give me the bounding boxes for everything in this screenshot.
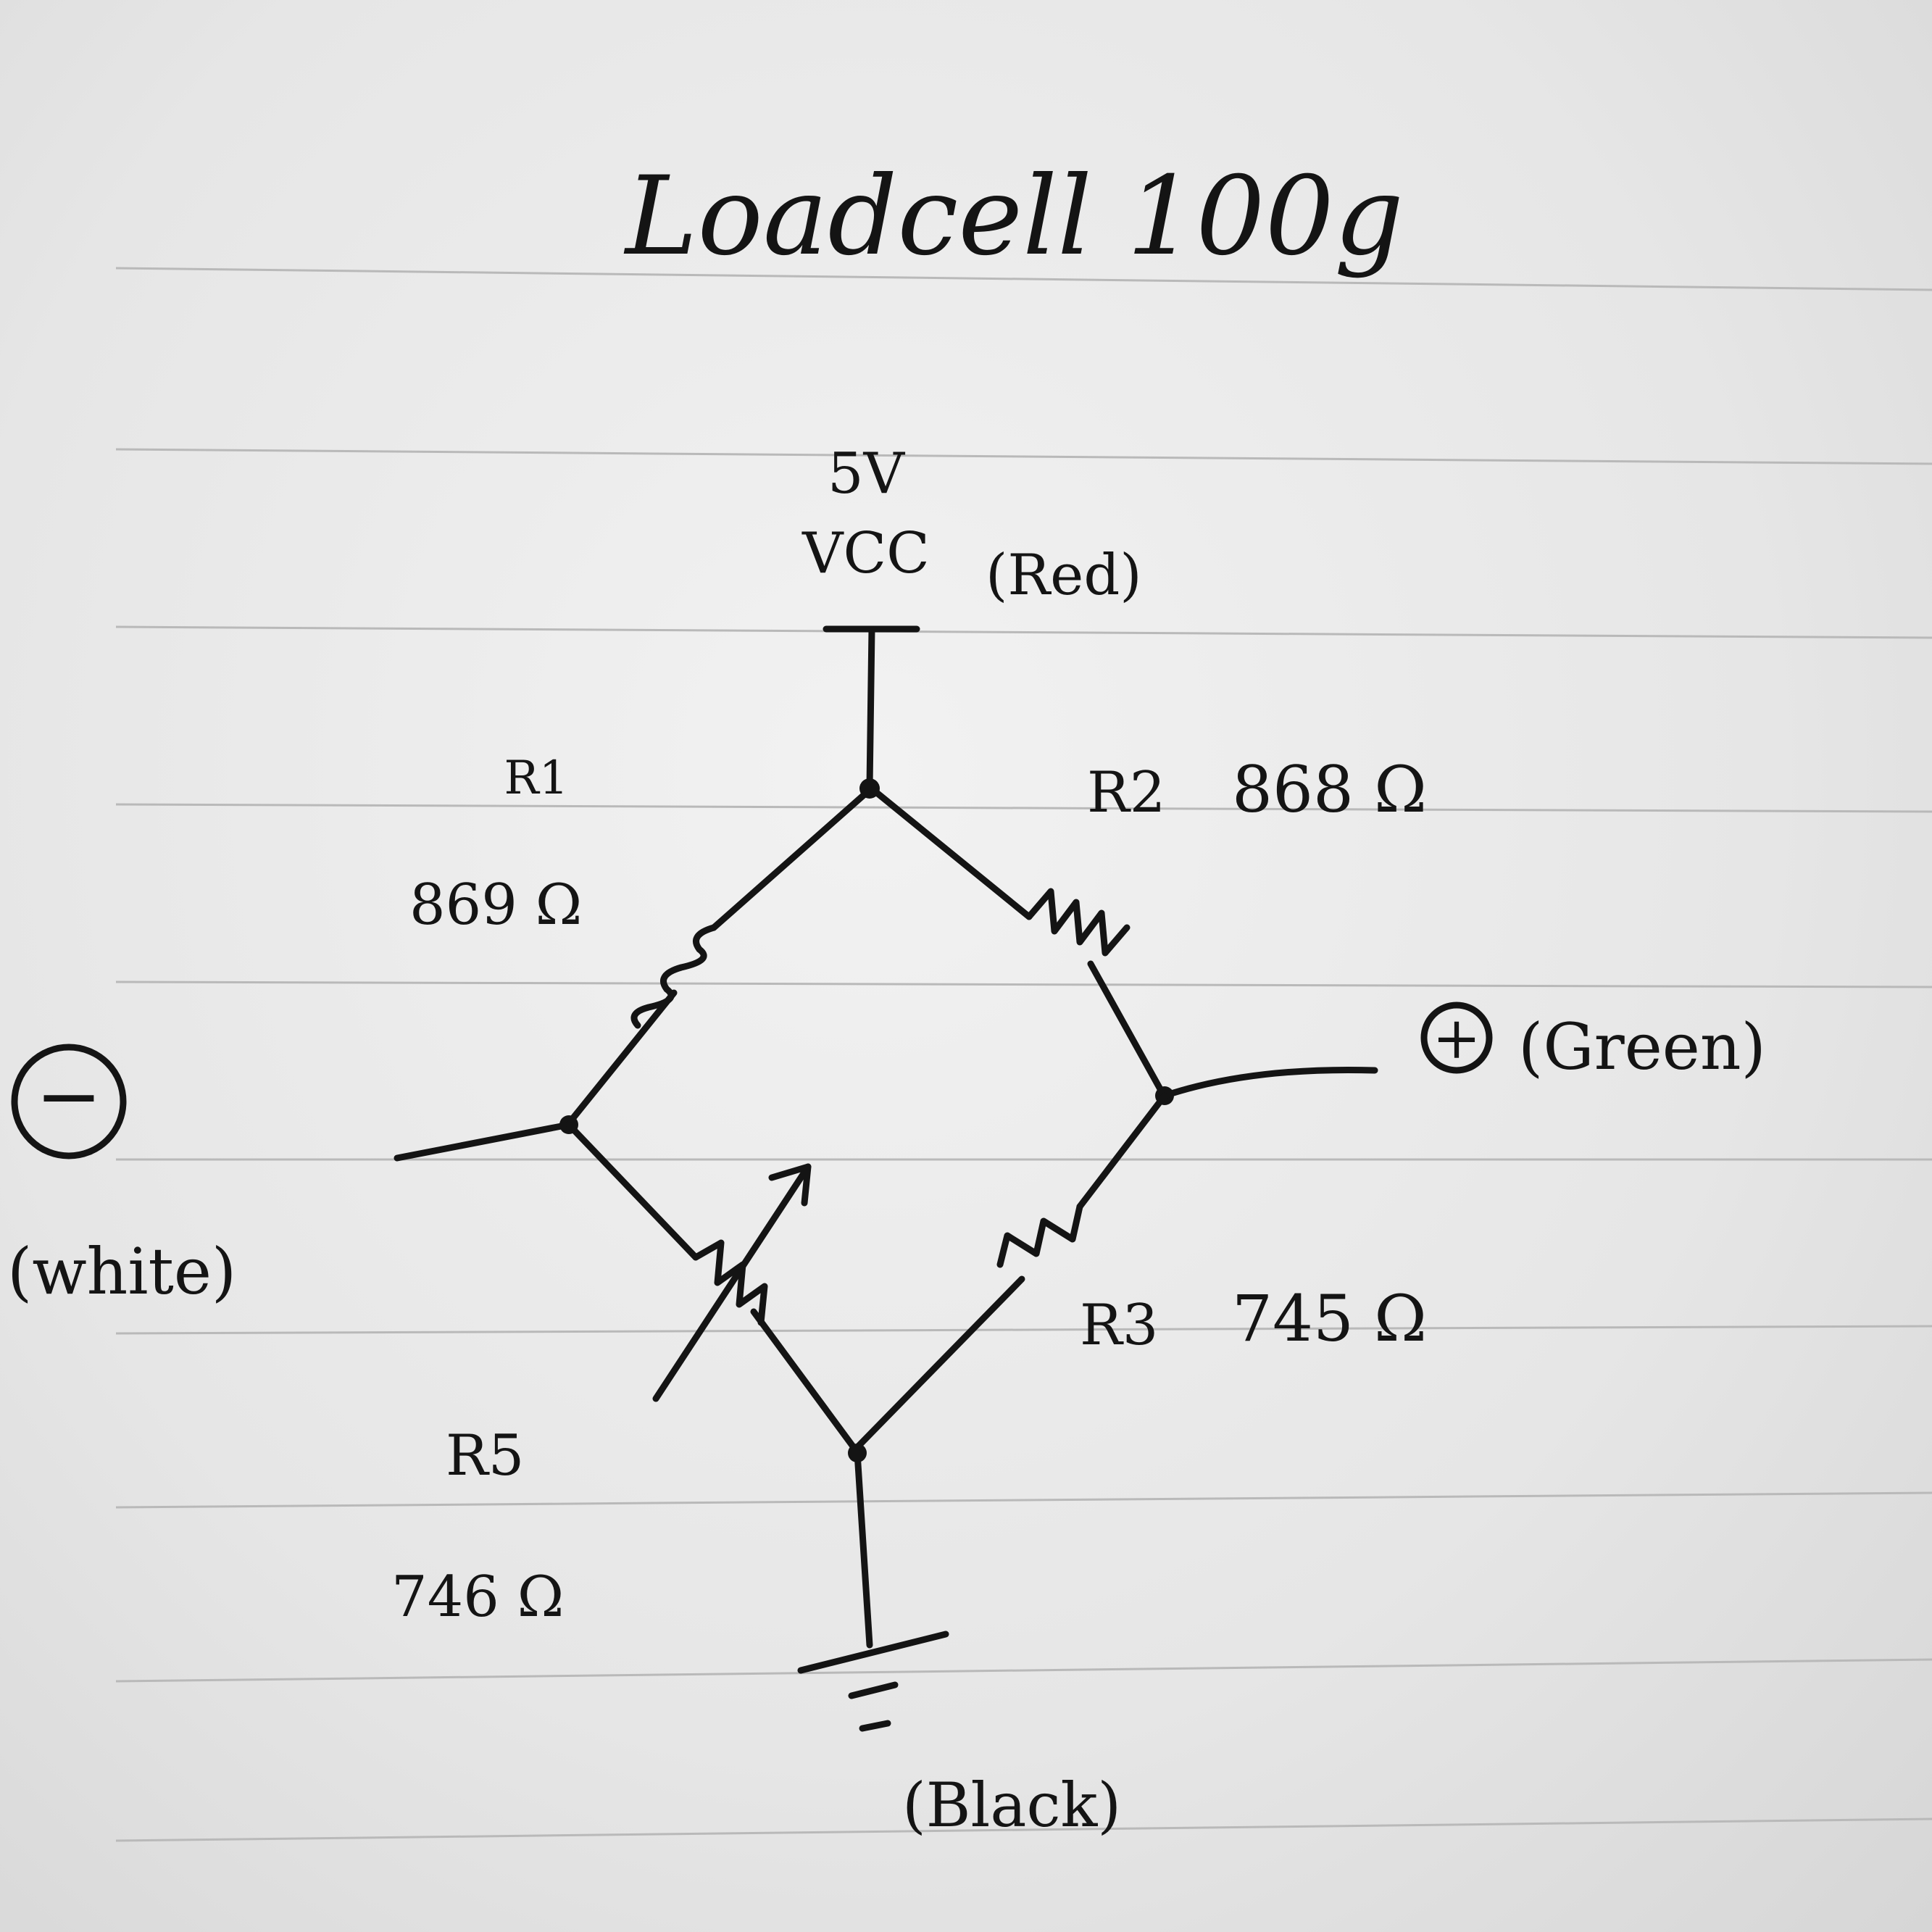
vcc-wire [866,625,875,790]
r1-lead-bottom [565,989,678,1127]
r3-label: R3 [1080,1293,1158,1358]
resistor-r3 [855,1092,1168,1449]
ruled-line [115,1818,1932,1842]
negative-wire-color-label: (white) [7,1234,236,1309]
supply-wire-color-label: (Red) [986,543,1142,608]
ruled-line [115,1325,1932,1335]
supply-voltage-label: 5V [828,441,906,507]
resistor-r1 [565,786,873,1127]
r1-coil [630,924,717,1029]
supply-name-label: VCC [801,521,930,586]
ground-bar-1 [797,1631,949,1674]
ground-symbol [797,1631,949,1732]
negative-output-wire [394,1121,572,1162]
r5-variable-arrow-shaft [652,1163,812,1402]
ground-bar-2 [848,1681,899,1699]
negative-terminal-circle [11,1044,127,1159]
r2-lead-bottom [1087,960,1167,1098]
diagram-title: Loadcell 100g [623,154,1404,280]
r1-label: R1 [504,751,569,805]
ruled-line [115,625,1932,639]
ruled-line [115,448,1932,465]
ground-bar-3 [859,1720,891,1732]
positive-terminal-circle [1420,1002,1493,1074]
r2-value: 868 Ω [1232,752,1427,827]
r5-lead-top [565,1121,699,1261]
r5-label: R5 [446,1423,524,1488]
ground-wire-color-label: (Black) [902,1770,1121,1841]
r2-label: R2 [1087,760,1165,825]
ground-wire [854,1449,873,1649]
r1-lead-top [710,786,873,931]
r5-variable-arrow-head [768,1163,812,1207]
ruled-lines [115,267,1932,1842]
positive-wire-color-label: (Green) [1518,1009,1766,1084]
ruled-line [115,980,1932,988]
ruled-line [115,1658,1932,1683]
positive-terminal-symbol: + [1432,1004,1481,1072]
r3-value: 745 Ω [1232,1281,1427,1356]
r1-value: 869 Ω [409,873,582,938]
r2-lead-top [870,786,1033,920]
ruled-line [115,803,1932,813]
r3-lead-bottom [855,1275,1025,1449]
r2-zigzag [1025,888,1131,957]
r3-zigzag [996,1203,1083,1268]
negative-terminal: − [11,1044,127,1159]
negative-terminal-symbol: − [36,1049,102,1142]
r5-lead-bottom [750,1308,859,1453]
positive-terminal: + [1420,1002,1493,1074]
r3-lead-top [1076,1092,1168,1210]
ruled-line [115,267,1932,291]
resistor-r5 [565,1121,859,1453]
ruled-line [115,1491,1932,1509]
r5-value: 746 Ω [391,1565,564,1630]
positive-output-wire [1161,1066,1378,1099]
resistor-r2 [870,786,1167,1098]
